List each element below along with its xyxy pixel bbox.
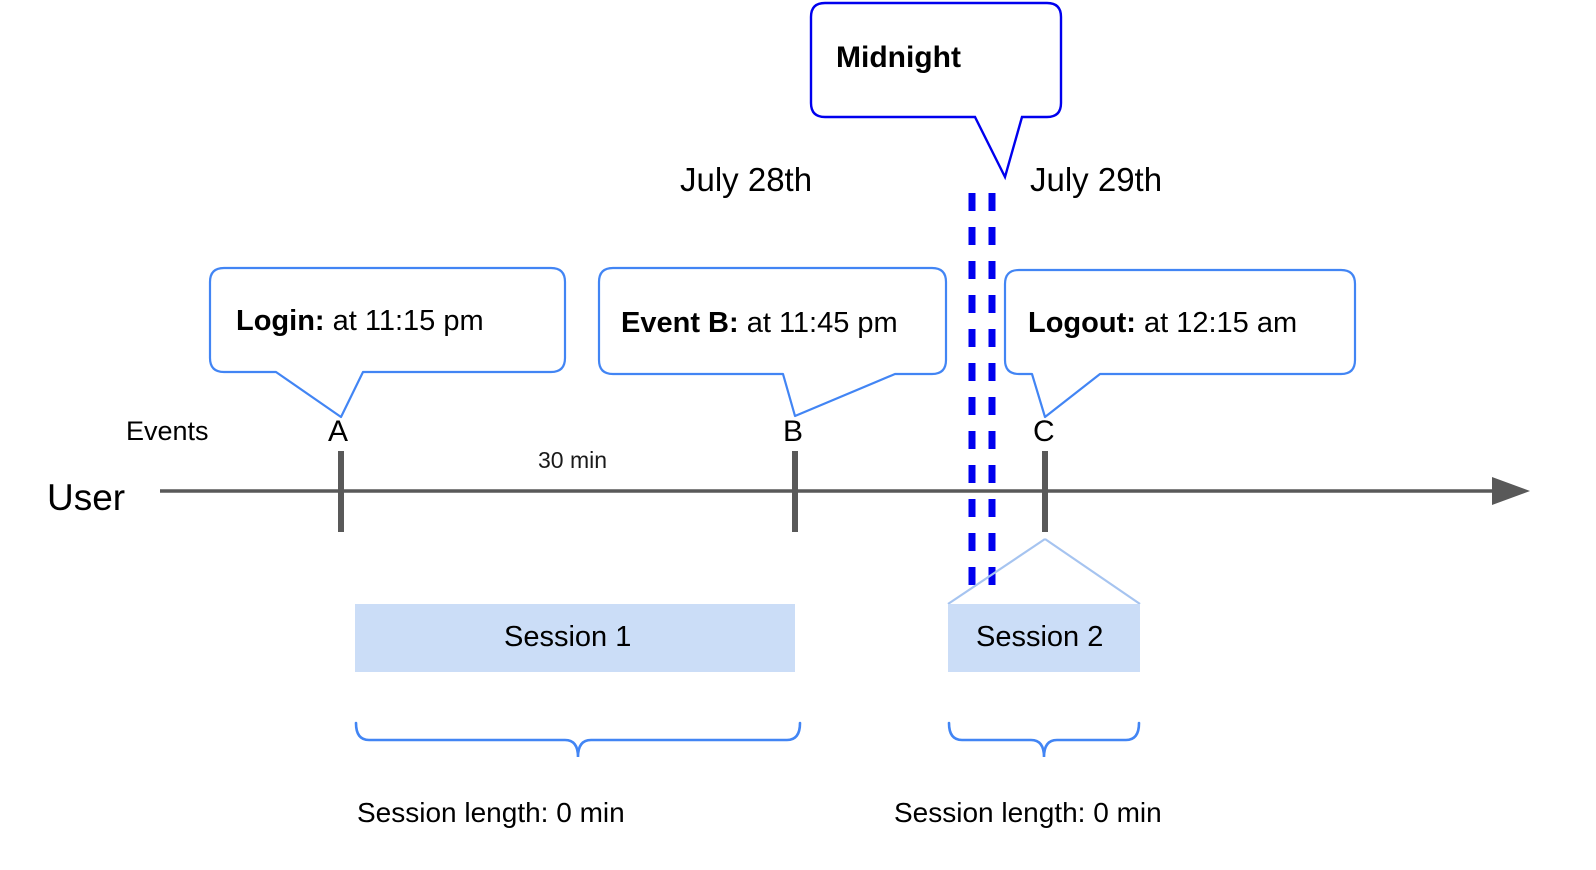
event-letter-b: B bbox=[783, 415, 804, 448]
callout-event-b-bold: Event B: bbox=[621, 307, 739, 339]
callout-login-bold: Login: bbox=[236, 305, 325, 337]
callout-logout-bold: Logout: bbox=[1028, 307, 1136, 339]
lane-label-user: User bbox=[47, 477, 126, 518]
callout-logout-rest: at 12:15 am bbox=[1135, 307, 1298, 339]
callout-event-b-text: Event B: at 11:45 pm bbox=[621, 309, 898, 338]
session-1-length-label: Session length: 0 min bbox=[357, 797, 625, 828]
session-1-bar bbox=[355, 604, 795, 672]
lane-label-events: Events bbox=[126, 416, 209, 446]
callout-login-shape bbox=[208, 266, 567, 419]
session-2-connector-left bbox=[947, 538, 1046, 605]
session-2-brace bbox=[947, 721, 1141, 758]
session-2-connector-right bbox=[1044, 538, 1141, 605]
event-letter-c: C bbox=[1033, 415, 1055, 448]
callout-login-rest: at 11:15 pm bbox=[324, 305, 484, 337]
callout-event-b-shape bbox=[597, 266, 948, 418]
midnight-callout-shape bbox=[809, 1, 1063, 181]
date-label-july-28: July 28th bbox=[680, 161, 813, 198]
callout-login-text: Login: at 11:15 pm bbox=[236, 307, 484, 336]
session-1-label: Session 1 bbox=[504, 621, 632, 653]
timeline-axis-arrowhead bbox=[1492, 477, 1530, 505]
date-label-july-29: July 29th bbox=[1030, 161, 1163, 198]
callout-event-b-rest: at 11:45 pm bbox=[738, 307, 898, 339]
session-2-length-label: Session length: 0 min bbox=[894, 797, 1162, 828]
session-2-label: Session 2 bbox=[976, 621, 1104, 653]
callout-logout-shape bbox=[1003, 268, 1357, 419]
midnight-callout-label: Midnight bbox=[836, 41, 961, 74]
session-2-bar bbox=[948, 604, 1140, 672]
callout-logout-text: Logout: at 12:15 am bbox=[1028, 309, 1297, 338]
interval-label-30-min: 30 min bbox=[538, 447, 608, 473]
event-letter-a: A bbox=[328, 415, 349, 448]
session-1-brace bbox=[354, 721, 802, 758]
